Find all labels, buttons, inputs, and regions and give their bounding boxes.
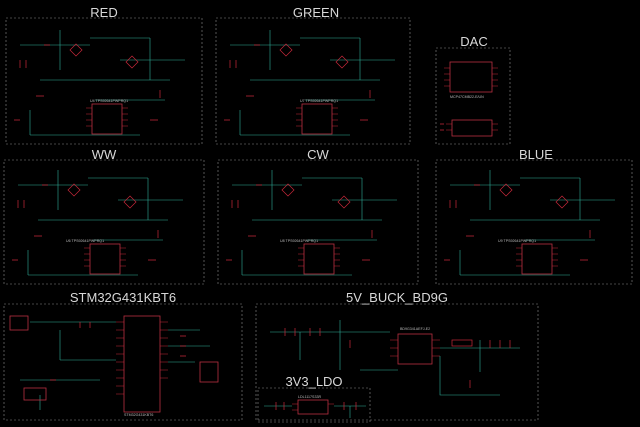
- sheet-buck-frame: [255, 303, 539, 421]
- sheet-ldo: 3V3_LDO LDL1117S33R: [257, 374, 371, 423]
- mcu-crystal: [199, 361, 219, 383]
- dac-ic-2: [451, 119, 493, 137]
- ldo-ic-label: LDL1117S33R: [298, 395, 321, 399]
- dac-circuit: MCP47CMB22-E/UN: [440, 61, 498, 137]
- sheet-dac-frame: [435, 47, 511, 145]
- blue-circuit: U9 TPS92641PWPRQ1: [444, 170, 615, 276]
- sheet-cw-frame: [217, 159, 419, 285]
- sheet-cw-title: CW: [307, 147, 329, 162]
- sheet-buck: 5V_BUCK_BD9G BD9G341AEFJ-E2: [255, 290, 539, 421]
- sheet-mcu-frame: [3, 303, 243, 421]
- buck-ic-label: BD9G341AEFJ-E2: [400, 327, 430, 331]
- cw-circuit: U8 TPS92641PWPRQ1: [226, 170, 397, 276]
- green-ic-label: U7 TPS92641PWPRQ1: [300, 99, 338, 103]
- red-circuit: U4 TPS92641PWPRQ1: [14, 30, 185, 136]
- ww-ic-label: U6 TPS92641PWPRQ1: [66, 239, 104, 243]
- sheet-ldo-frame: [257, 387, 371, 423]
- sheet-mcu: STM32G431KBT6 STM32G431KBT6: [3, 290, 243, 421]
- sheet-red-title: RED: [90, 5, 117, 20]
- dac-ic-label: MCP47CMB22-E/UN: [450, 95, 484, 99]
- sheet-ldo-title: 3V3_LDO: [285, 374, 342, 389]
- sheet-mcu-title: STM32G431KBT6: [70, 290, 176, 305]
- blue-ic-label: U9 TPS92641PWPRQ1: [498, 239, 536, 243]
- mcu-ic: [123, 315, 161, 413]
- sheet-blue-title: BLUE: [519, 147, 553, 162]
- sheet-buck-title: 5V_BUCK_BD9G: [346, 290, 448, 305]
- cw-driver-ic: [303, 243, 335, 275]
- sheet-blue: BLUE U9 TPS92641PWPRQ1: [435, 147, 633, 285]
- sheet-dac: DAC MCP47CMB22-E/UN: [435, 34, 511, 145]
- mcu-reset: [23, 387, 47, 401]
- red-driver-ic: [91, 103, 123, 135]
- sheet-ww-frame: [3, 159, 205, 285]
- green-driver-ic: [301, 103, 333, 135]
- blue-driver-ic: [521, 243, 553, 275]
- sheet-cw: CW U8 TPS92641PWPRQ1: [217, 147, 419, 285]
- dac-ic: [449, 61, 493, 93]
- sheet-ww-title: WW: [92, 147, 117, 162]
- mcu-circuit: STM32G431KBT6: [9, 315, 219, 417]
- sheet-red: RED U4 TPS92641PWPRQ1: [5, 5, 203, 145]
- ww-driver-ic: [89, 243, 121, 275]
- sheet-ww: WW U6 TPS92641PWPRQ1: [3, 147, 205, 285]
- ldo-circuit: LDL1117S33R: [264, 395, 366, 418]
- sheet-green: GREEN U7 TPS92641PWPRQ1: [215, 5, 411, 145]
- sheet-dac-title: DAC: [460, 34, 487, 49]
- red-ic-label: U4 TPS92641PWPRQ1: [90, 99, 128, 103]
- sheet-red-frame: [5, 17, 203, 145]
- sheet-blue-frame: [435, 159, 633, 285]
- ldo-ic: [297, 399, 329, 415]
- buck-circuit: BD9G341AEFJ-E2: [270, 320, 520, 396]
- mcu-ic-label: STM32G431KBT6: [124, 413, 153, 417]
- sheet-green-frame: [215, 17, 411, 145]
- mcu-connector: [9, 315, 29, 331]
- ww-circuit: U6 TPS92641PWPRQ1: [12, 170, 183, 276]
- sheet-green-title: GREEN: [293, 5, 339, 20]
- cw-ic-label: U8 TPS92641PWPRQ1: [280, 239, 318, 243]
- green-circuit: U7 TPS92641PWPRQ1: [224, 30, 395, 136]
- buck-ic: [397, 333, 433, 365]
